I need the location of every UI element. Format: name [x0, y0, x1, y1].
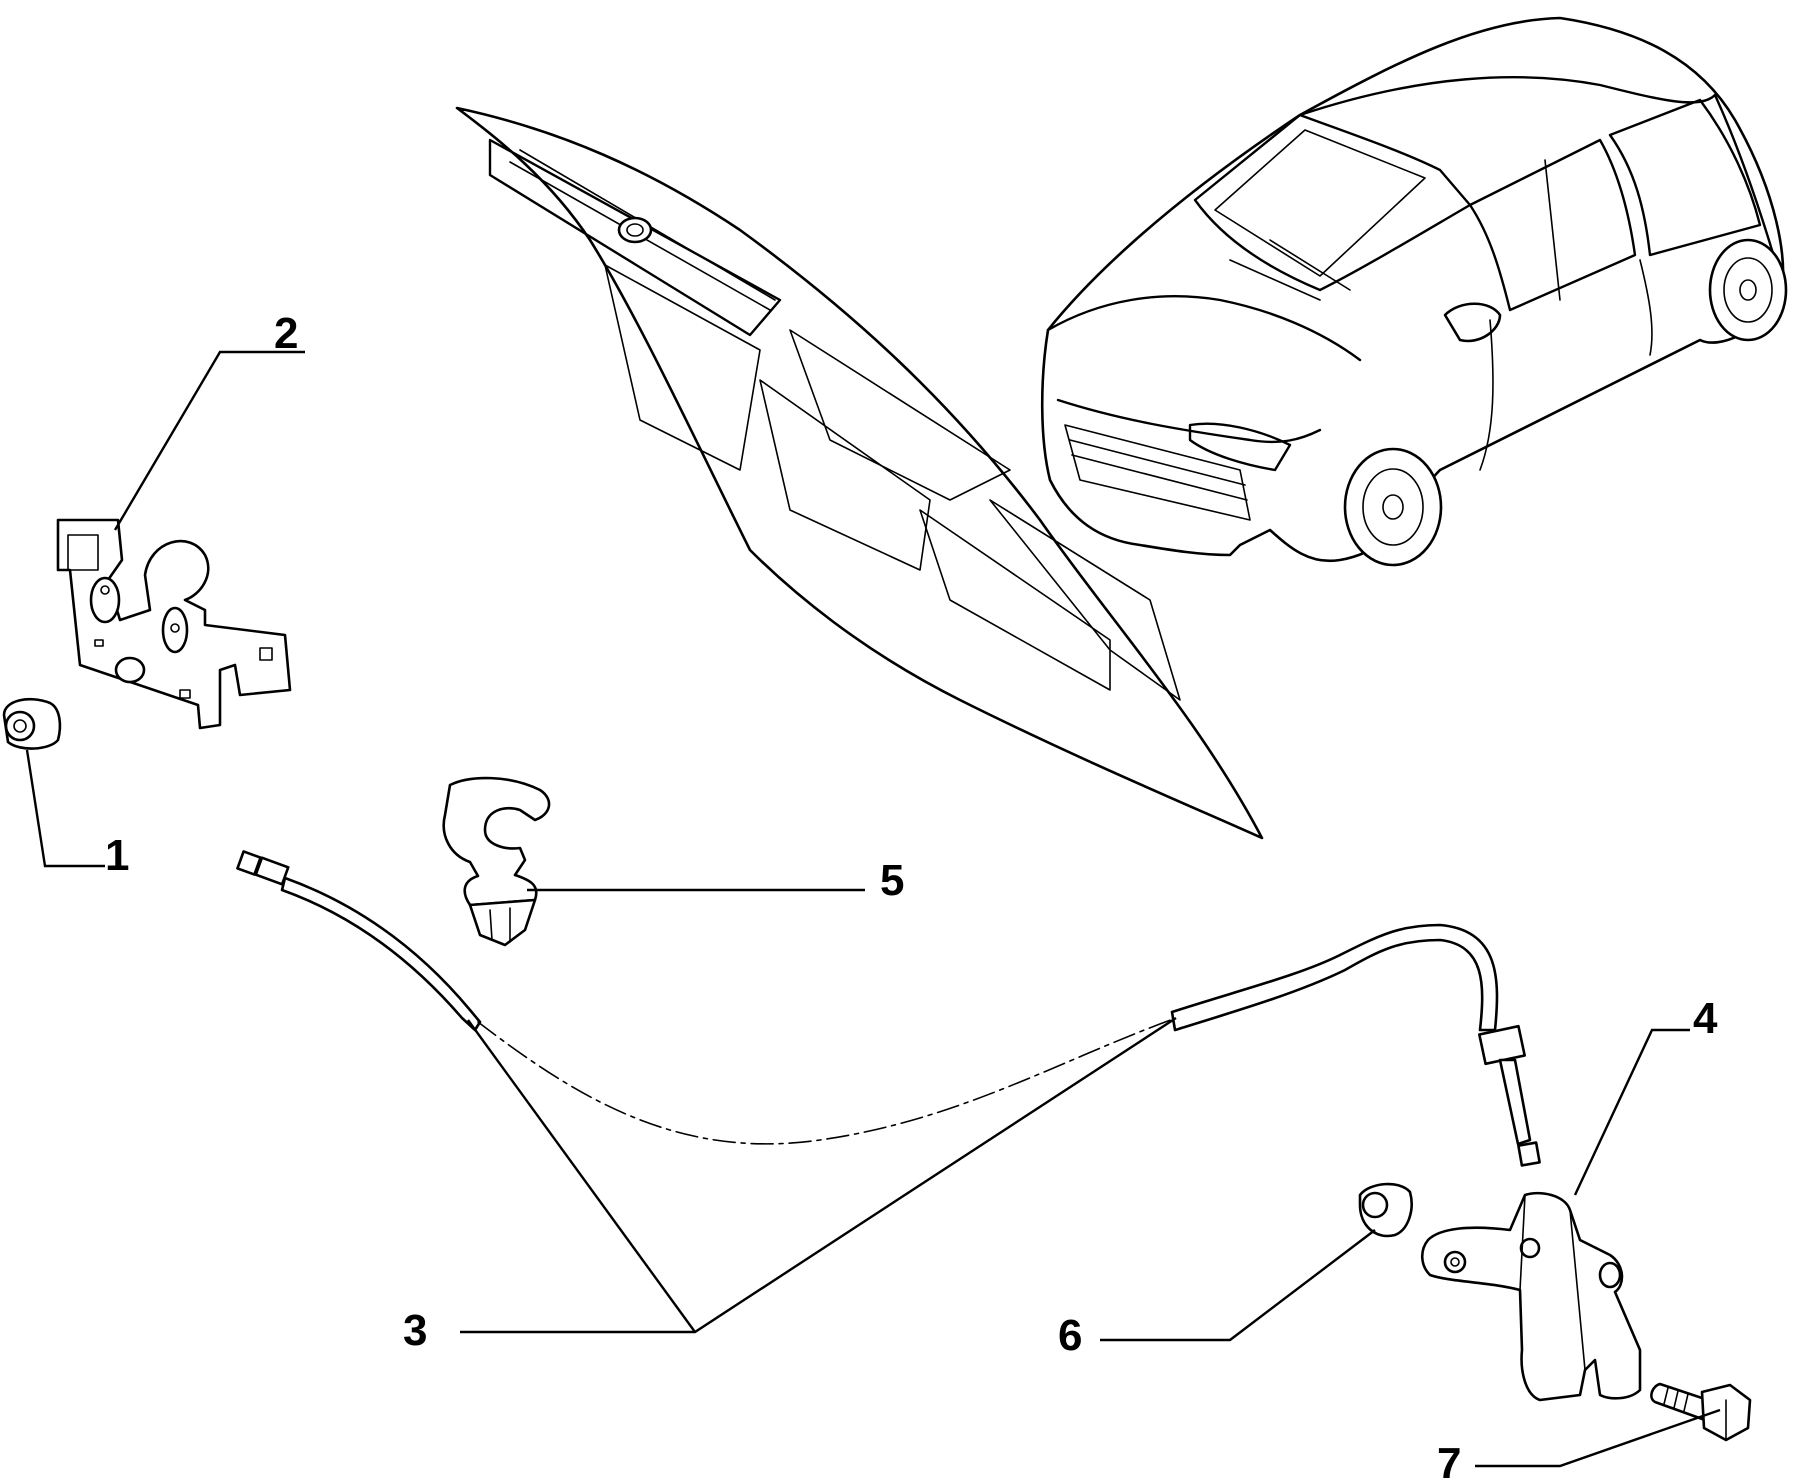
cable-clip-part — [442, 776, 551, 947]
callout-2: 2 — [274, 309, 298, 358]
hood-latch-part — [56, 518, 292, 730]
callout-5: 5 — [880, 856, 904, 905]
callout-labels: 1 2 3 4 5 6 7 — [105, 309, 1718, 1480]
leader-line-3a — [467, 1019, 696, 1333]
bushing-part-small — [1358, 1182, 1413, 1238]
car-illustration — [1040, 16, 1788, 567]
callout-3: 3 — [403, 1306, 427, 1355]
callout-4: 4 — [1693, 994, 1718, 1043]
release-cable-part — [236, 850, 1541, 1167]
leader-line-7 — [1475, 1408, 1721, 1468]
bolt-part — [1650, 1382, 1752, 1442]
leader-line-3b — [460, 1016, 1177, 1334]
callout-1: 1 — [105, 831, 129, 880]
hood-panel — [455, 106, 1264, 840]
leader-line-2 — [113, 350, 305, 531]
cable-bracket-part — [1420, 1191, 1642, 1402]
callout-7: 7 — [1437, 1439, 1461, 1480]
bushing-part — [2, 698, 62, 750]
leader-line-6 — [1100, 1229, 1376, 1342]
leader-line-4 — [1573, 1028, 1690, 1196]
callout-6: 6 — [1058, 1311, 1082, 1360]
leader-lines — [25, 350, 1721, 1468]
leader-line-1 — [25, 749, 105, 868]
